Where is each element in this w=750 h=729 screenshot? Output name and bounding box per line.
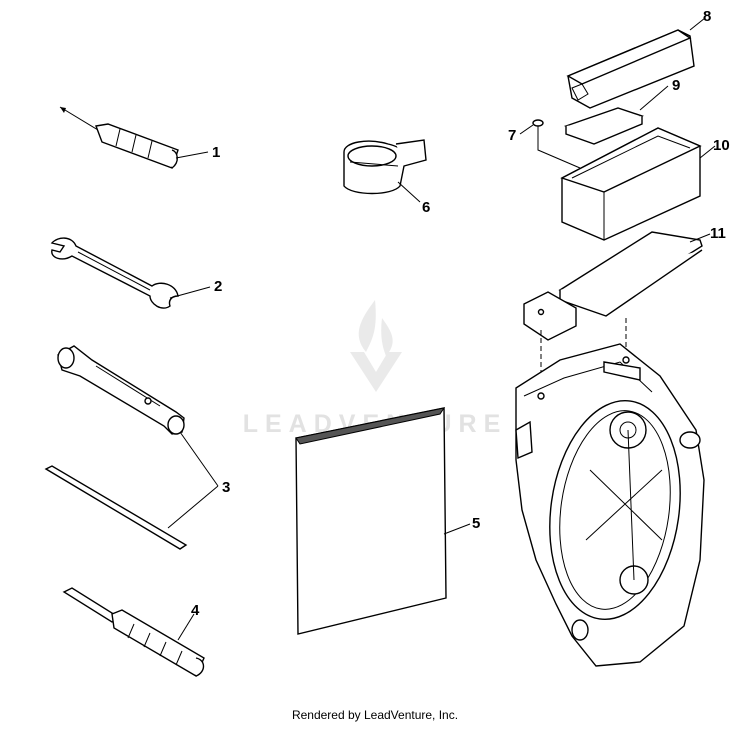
part-socket-wrench [57, 345, 185, 435]
watermark: LEADVENTURE [243, 300, 500, 438]
part-tommy-bar [44, 465, 188, 550]
part-owners-manual [295, 407, 447, 635]
callout-9: 9 [672, 77, 680, 94]
callout-3: 3 [222, 479, 230, 496]
part-bracket [523, 231, 703, 390]
part-pad [563, 107, 644, 145]
leader-lines [167, 17, 716, 641]
footer-credit: Rendered by LeadVenture, Inc. [291, 708, 459, 722]
callout-2: 2 [214, 278, 222, 295]
callout-10: 10 [713, 137, 730, 154]
callout-11: 11 [710, 225, 726, 242]
callout-8: 8 [703, 8, 711, 25]
screw-guide-line [537, 140, 581, 169]
callout-7: 7 [508, 127, 516, 144]
part-box-cover [566, 29, 695, 109]
callout-numbers: 1 2 3 4 5 6 7 8 9 10 11 [191, 8, 730, 619]
part-hex-driver [62, 587, 205, 677]
part-wrench [50, 237, 179, 309]
part-screwdriver [59, 106, 179, 169]
callout-1: 1 [212, 144, 220, 161]
callout-5: 5 [472, 515, 480, 532]
part-screw [532, 119, 544, 140]
callout-6: 6 [422, 199, 430, 216]
part-tape-roll [343, 139, 427, 195]
part-tool-box [560, 127, 702, 241]
part-main-housing [515, 343, 705, 667]
callout-4: 4 [191, 602, 200, 619]
watermark-logo-icon [350, 300, 402, 392]
